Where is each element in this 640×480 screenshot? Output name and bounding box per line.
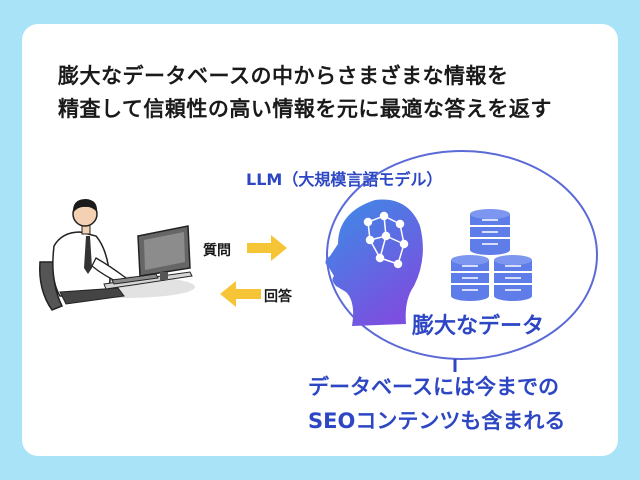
ai-head-icon bbox=[325, 199, 423, 326]
person-at-computer-icon bbox=[39, 199, 195, 311]
database-icon-right bbox=[494, 255, 532, 301]
data-label: 膨大なデータ bbox=[412, 314, 545, 339]
headline-line-1: 膨大なデータベースの中からさまざまな情報を bbox=[58, 64, 509, 88]
question-arrow-icon bbox=[247, 235, 287, 261]
database-note: データベースには今までの SEOコンテンツも含まれる bbox=[308, 370, 565, 438]
llm-boundary bbox=[326, 150, 598, 360]
headline-line-2: 精査して信頼性の高い情報を元に最適な答えを返す bbox=[58, 97, 552, 121]
answer-arrow-icon bbox=[220, 281, 261, 307]
note-line-2: SEOコンテンツも含まれる bbox=[308, 409, 566, 433]
question-label: 質問 bbox=[203, 243, 231, 259]
content-card bbox=[22, 24, 618, 456]
llm-label: LLM（大規模言語モデル） bbox=[246, 170, 443, 189]
headline: 膨大なデータベースの中からさまざまな情報を 精査して信頼性の高い情報を元に最適な… bbox=[58, 60, 552, 126]
database-icon-left bbox=[451, 255, 489, 301]
database-icon-top bbox=[470, 209, 510, 255]
answer-label: 回答 bbox=[264, 289, 292, 305]
note-line-1: データベースには今までの bbox=[308, 375, 559, 399]
